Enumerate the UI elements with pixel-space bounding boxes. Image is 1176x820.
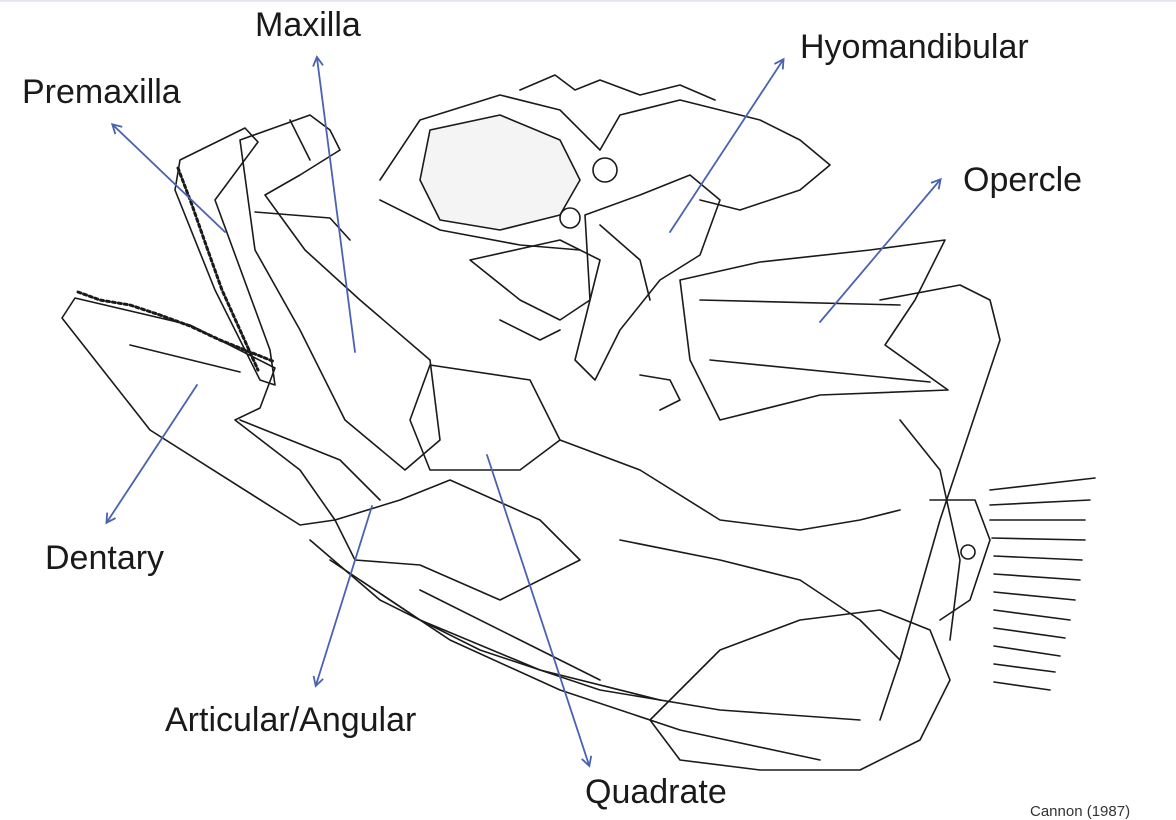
skull-illustration (61, 74, 1096, 771)
articular-bone (334, 479, 581, 601)
opercle-label: Opercle (963, 161, 1083, 199)
premaxilla-label: Premaxilla (22, 73, 181, 111)
hyomandibular-arrow (669, 57, 785, 233)
maxilla-arrow (312, 55, 356, 353)
dentary-bone (61, 297, 336, 526)
articular-angular-arrow (312, 505, 373, 688)
top-border (0, 0, 1176, 2)
hyomandibular-label: Hyomandibular (800, 28, 1029, 66)
arrows (105, 55, 942, 768)
maxilla-label: Maxilla (255, 6, 361, 44)
maxilla-bone (239, 114, 441, 471)
dentary-label: Dentary (45, 539, 165, 577)
opercle-bone (679, 239, 949, 421)
quadrate-bone (409, 364, 561, 471)
quadrate-arrow (486, 454, 593, 768)
source-credit: Cannon (1987) (1030, 803, 1131, 820)
articular-angular-label: Articular/Angular (165, 701, 417, 739)
premaxilla-bone (174, 127, 276, 386)
opercle-arrow (819, 177, 942, 323)
hyomandibular-bone (574, 174, 721, 381)
dentary-arrow (105, 384, 198, 525)
premaxilla-arrow (110, 123, 226, 233)
quadrate-label: Quadrate (585, 773, 727, 811)
